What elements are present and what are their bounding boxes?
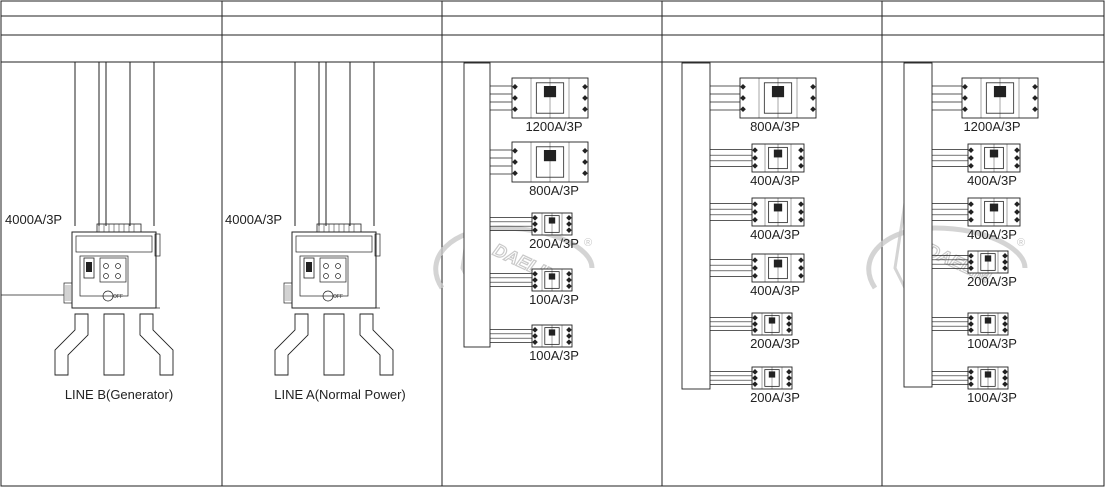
feeder-rating-label: 400A/3P <box>967 227 1017 242</box>
feeder-rating-label: 200A/3P <box>750 336 800 351</box>
line-name-label: LINE A(Normal Power) <box>274 387 405 402</box>
feeder-rating-label: 400A/3P <box>967 173 1017 188</box>
watermark-registered-mark: ® <box>1017 237 1025 249</box>
air-circuit-breaker: OFF <box>63 231 161 309</box>
mccb-breaker-icon <box>967 143 1021 173</box>
feeder-rating-label: 100A/3P <box>529 348 579 363</box>
watermark-registered-mark: ® <box>584 237 592 249</box>
feeder-rating-label: 400A/3P <box>750 283 800 298</box>
mccb-breaker-icon <box>751 143 805 173</box>
feeder-rating-label: 200A/3P <box>750 390 800 405</box>
feeder-rating-label: 100A/3P <box>529 292 579 307</box>
mccb-breaker-icon <box>967 312 1009 336</box>
off-indicator-text: OFF <box>113 294 123 300</box>
mccb-breaker-icon <box>967 197 1021 227</box>
mccb-breaker-icon <box>967 366 1009 390</box>
mccb-breaker-icon <box>511 141 589 183</box>
feeder-busbar <box>903 62 933 388</box>
feeder-busbar <box>463 62 491 348</box>
feeder-rating-label: 100A/3P <box>967 336 1017 351</box>
mccb-breaker-icon <box>751 366 793 390</box>
mccb-breaker-icon <box>511 77 589 119</box>
air-circuit-breaker: OFF <box>283 231 381 309</box>
incomer-rating-label: 4000A/3P <box>5 212 62 227</box>
mccb-breaker-icon <box>531 268 573 292</box>
feeder-rating-label: 1200A/3P <box>963 119 1020 134</box>
incomer-panel-normal: OFF <box>274 62 394 376</box>
feeder-busbar <box>681 62 711 390</box>
feeder-panel-2: 800A/3P 400A/3P 400A/3P 400A/3P 200A/3P 200A/… <box>681 62 817 405</box>
feeder-panel-1: 1200A/3P 800A/3P 200A/3P 100A/3P 100A/3P <box>463 62 589 363</box>
mccb-breaker-icon <box>531 324 573 348</box>
feeder-rating-label: 1200A/3P <box>525 119 582 134</box>
feeder-rating-label: 400A/3P <box>750 227 800 242</box>
line-name-label: LINE B(Generator) <box>65 387 173 402</box>
mccb-breaker-icon <box>751 197 805 227</box>
mccb-breaker-icon <box>739 77 817 119</box>
mccb-breaker-icon <box>751 312 793 336</box>
feeder-rating-label: 400A/3P <box>750 173 800 188</box>
mccb-breaker-icon <box>531 212 573 236</box>
mccb-breaker-icon <box>967 250 1009 274</box>
mccb-breaker-icon <box>751 253 805 283</box>
mccb-breaker-icon <box>961 77 1039 119</box>
feeder-rating-label: 100A/3P <box>967 390 1017 405</box>
feeder-rating-label: 200A/3P <box>529 236 579 251</box>
off-indicator-text: OFF <box>333 294 343 300</box>
feeder-rating-label: 800A/3P <box>750 119 800 134</box>
feeder-rating-label: 200A/3P <box>967 274 1017 289</box>
feeder-panel-3: 1200A/3P 400A/3P 400A/3P 200A/3P 100A/3P 100A… <box>903 62 1039 405</box>
feeder-rating-label: 800A/3P <box>529 183 579 198</box>
incomer-panel-generator: OFF <box>1 62 174 376</box>
incomer-rating-label: 4000A/3P <box>225 212 282 227</box>
